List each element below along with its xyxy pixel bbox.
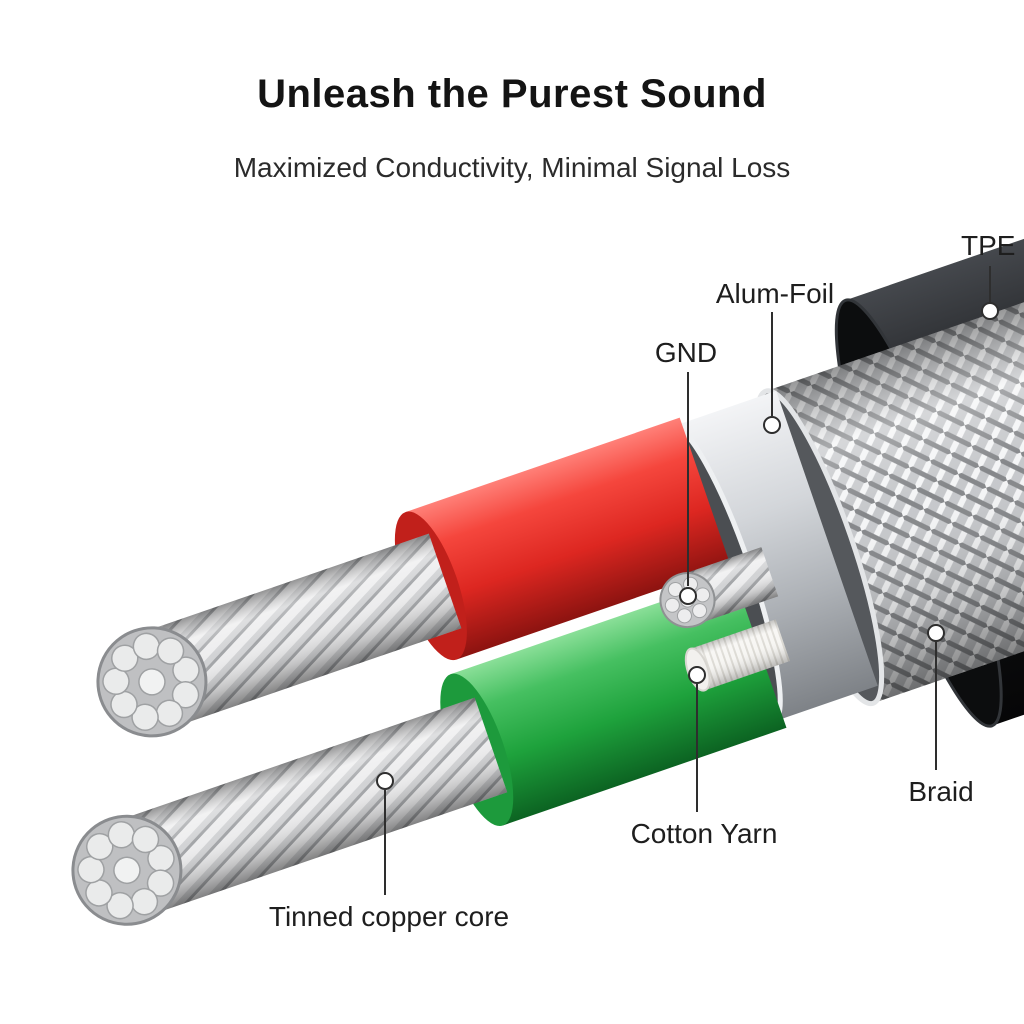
braid-callout-dot xyxy=(927,624,945,642)
tinned-copper-core-bottom xyxy=(56,697,508,941)
gnd-wire xyxy=(652,547,779,636)
page-subtitle: Maximized Conductivity, Minimal Signal L… xyxy=(233,152,791,183)
label-braid: Braid xyxy=(908,776,974,807)
cotton-yarn-callout-dot xyxy=(688,666,706,684)
page-title: Unleash the Purest Sound xyxy=(257,72,767,116)
label-gnd: GND xyxy=(654,337,718,368)
label-tpe: TPE xyxy=(961,230,1016,261)
label-tinned-copper-core: Tinned copper core xyxy=(268,901,510,932)
alum-foil-callout-dot xyxy=(763,416,781,434)
callouts xyxy=(376,266,999,895)
tinned-copper-core-top xyxy=(81,533,462,753)
cable-body xyxy=(56,150,1024,941)
tinned-copper-callout-dot xyxy=(376,772,394,790)
label-alum-foil: Alum-Foil xyxy=(715,278,835,309)
label-cotton-yarn: Cotton Yarn xyxy=(630,818,778,849)
tpe-callout-dot xyxy=(981,302,999,320)
gnd-callout-dot xyxy=(679,587,697,605)
